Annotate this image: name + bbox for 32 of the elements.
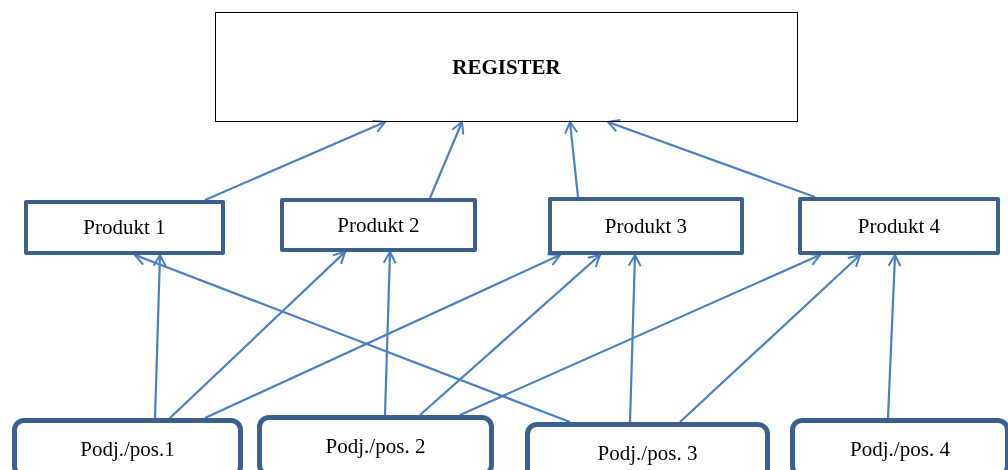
arrow xyxy=(459,253,821,416)
arrow xyxy=(169,251,346,419)
arrow xyxy=(627,254,642,423)
arrow xyxy=(429,121,465,199)
arrow xyxy=(564,121,580,198)
node-label: Produkt 1 xyxy=(83,215,166,240)
product-box xyxy=(24,200,225,255)
position-box xyxy=(12,418,243,470)
arrow xyxy=(204,253,561,419)
node-label: Produkt 3 xyxy=(604,213,688,239)
product-box xyxy=(548,197,744,255)
node-label: Podj./pos. 3 xyxy=(597,441,698,466)
arrow xyxy=(886,254,902,419)
node-label: Produkt 2 xyxy=(337,212,420,238)
position-box xyxy=(257,415,494,470)
node-label: Produkt 4 xyxy=(857,213,941,239)
arrow xyxy=(607,119,816,199)
arrow xyxy=(382,251,397,416)
position-box xyxy=(790,418,1008,470)
arrow xyxy=(204,119,386,201)
arrow xyxy=(419,254,601,416)
arrow xyxy=(152,254,167,419)
node-label: Podj./pos. 4 xyxy=(850,437,950,462)
arrow xyxy=(679,254,861,423)
arrow xyxy=(134,252,571,424)
register-box xyxy=(215,12,798,122)
node-label: REGISTER xyxy=(452,54,561,80)
position-box xyxy=(525,422,770,470)
node-label: Podj./pos.1 xyxy=(80,437,175,462)
node-label: Podj./pos. 2 xyxy=(325,434,426,459)
product-box xyxy=(798,197,1000,255)
product-box xyxy=(280,198,477,252)
